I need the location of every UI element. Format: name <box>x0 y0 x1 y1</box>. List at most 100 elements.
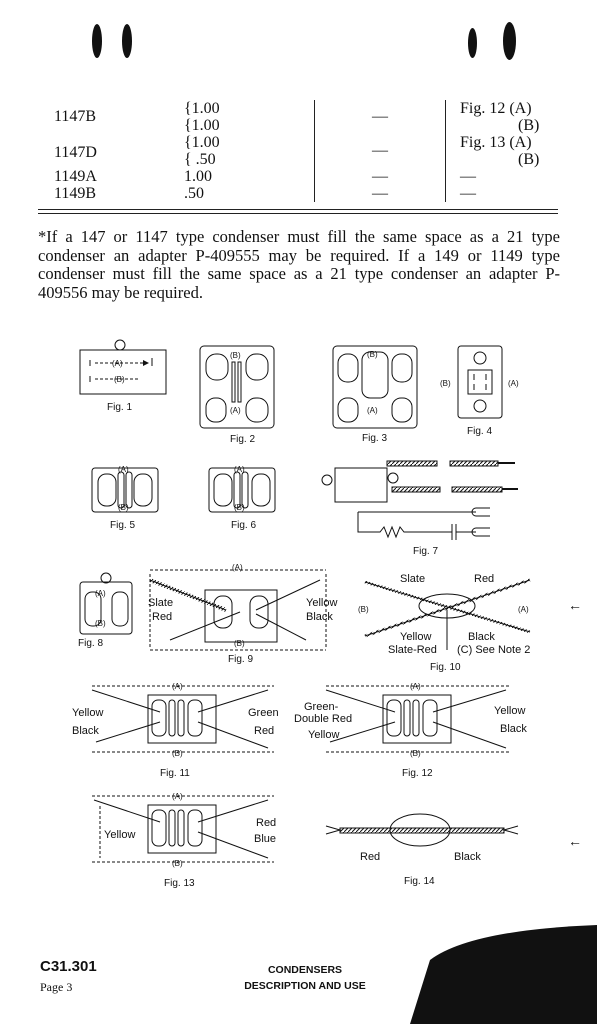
svg-text:(B): (B) <box>410 749 421 758</box>
svg-text:Yellow: Yellow <box>72 707 103 719</box>
svg-text:Slate-Red: Slate-Red <box>388 644 437 656</box>
svg-text:Red: Red <box>152 611 172 623</box>
svg-text:(B): (B) <box>95 619 106 628</box>
svg-text:Black: Black <box>454 851 481 863</box>
svg-text:(B): (B) <box>234 639 245 648</box>
label-b: (B) <box>114 375 125 384</box>
svg-text:Red: Red <box>256 817 276 829</box>
type-code: 1149A <box>54 168 97 185</box>
punch-hole-left-2 <box>122 24 132 58</box>
svg-text:Green-: Green- <box>304 701 339 713</box>
figure-12: (A) (B) Green- Double Red Yellow Yellow … <box>294 682 527 779</box>
svg-text:Yellow: Yellow <box>306 597 337 609</box>
figure-9: (A) (B) Slate Red Yellow Black Fig. 9 <box>148 563 337 665</box>
table-rule <box>38 209 558 210</box>
svg-text:(A): (A) <box>410 682 421 691</box>
svg-text:Slate: Slate <box>400 573 425 585</box>
type-code: 1149B <box>54 185 97 202</box>
table-row: 1149A 1.00 — — <box>38 168 558 185</box>
wiring-figures: (A) (B) Fig. 1 (B) (A) Fig. 2 (B) (A) Fi… <box>72 339 582 889</box>
figure-5: (A) (B) Fig. 5 <box>91 465 159 531</box>
punch-hole-left-1 <box>92 24 102 58</box>
svg-text:(C) See Note 2: (C) See Note 2 <box>457 644 530 656</box>
svg-text:Yellow: Yellow <box>308 729 339 741</box>
punch-hole-right-2 <box>503 22 516 60</box>
svg-text:(A): (A) <box>367 406 378 415</box>
fig-caption: Fig. 14 <box>404 876 435 887</box>
figure-10: Slate Red (B) (A) Yellow Black Slate-Red… <box>358 573 531 673</box>
fig-caption: Fig. 10 <box>430 662 461 673</box>
svg-text:Yellow: Yellow <box>400 631 431 643</box>
margin-arrow: ← <box>568 833 582 849</box>
svg-text:(B): (B) <box>367 350 378 359</box>
figure-4: (B) (A) Fig. 4 <box>440 345 519 437</box>
svg-text:(B): (B) <box>440 379 451 388</box>
fig-caption: Fig. 12 <box>402 768 433 779</box>
svg-text:(B): (B) <box>230 351 241 360</box>
fig-caption: Fig. 2 <box>230 434 255 445</box>
svg-text:Red: Red <box>474 573 494 585</box>
figure-1: (A) (B) Fig. 1 <box>79 339 167 413</box>
figure-3: (B) (A) Fig. 3 <box>332 345 418 444</box>
adapter-note: *If a 147 or 1147 type condenser must fi… <box>38 227 560 302</box>
figure-14: Red Black Fig. 14 <box>325 813 519 887</box>
table-row: 1147B {1.00{1.00 — Fig. 12 (A)(B) <box>38 100 558 134</box>
svg-text:Green: Green <box>248 707 279 719</box>
figure-8: (A) (B) Fig. 8 <box>78 572 133 649</box>
svg-text:Blue: Blue <box>254 833 276 845</box>
svg-text:(A): (A) <box>172 792 183 801</box>
svg-text:Black: Black <box>306 611 333 623</box>
table-row: 1147D {1.00{ .50 — Fig. 13 (A)(B) <box>38 134 558 168</box>
figure-6: (A) (B) Fig. 6 <box>208 465 276 531</box>
fig-caption: Fig. 4 <box>467 426 492 437</box>
fig-caption: Fig. 3 <box>362 433 387 444</box>
punch-hole-right-1 <box>468 28 477 58</box>
footer-title: CONDENSERS DESCRIPTION AND USE <box>244 964 366 992</box>
dash: — <box>372 185 388 202</box>
dash: — <box>372 108 388 125</box>
fig-caption: Fig. 9 <box>228 654 253 665</box>
svg-text:Yellow: Yellow <box>494 705 525 717</box>
svg-text:(A): (A) <box>172 682 183 691</box>
svg-text:Black: Black <box>500 723 527 735</box>
document-code: C31.301 <box>40 958 97 975</box>
svg-text:(A): (A) <box>232 563 243 572</box>
svg-text:Black: Black <box>72 725 99 737</box>
table-row: 1149B .50 — — <box>38 185 558 202</box>
svg-text:Yellow: Yellow <box>104 829 135 841</box>
label-a: (A) <box>112 359 123 368</box>
fig-caption: Fig. 6 <box>231 520 256 531</box>
type-code: 1147D <box>54 144 97 161</box>
dash: — <box>372 168 388 185</box>
condenser-spec-table: 1147B {1.00{1.00 — Fig. 12 (A)(B) 1147D … <box>38 100 558 202</box>
svg-text:(B): (B) <box>118 503 129 512</box>
fig-caption: Fig. 8 <box>78 638 103 649</box>
svg-text:(A): (A) <box>95 589 106 598</box>
figure-11: (A) (B) Yellow Black Green Red Fig. 11 <box>72 682 279 779</box>
svg-text:(B): (B) <box>234 503 245 512</box>
fig-caption: Fig. 13 <box>164 878 195 889</box>
type-code: 1147B <box>54 108 97 125</box>
svg-text:(A): (A) <box>508 379 519 388</box>
svg-text:Red: Red <box>254 725 274 737</box>
svg-text:Red: Red <box>360 851 380 863</box>
figure-13: (A) (B) Yellow Red Blue Fig. 13 <box>92 792 276 889</box>
svg-text:(B): (B) <box>358 605 369 614</box>
figure-7: Fig. 7 <box>321 460 518 557</box>
svg-text:Double Red: Double Red <box>294 713 352 725</box>
fig-caption: Fig. 7 <box>413 546 438 557</box>
svg-text:(A): (A) <box>518 605 529 614</box>
fig-caption: Fig. 11 <box>160 768 190 779</box>
page-number: Page 3 <box>40 980 73 994</box>
svg-text:(B): (B) <box>172 749 183 758</box>
fig-caption: Fig. 1 <box>107 402 132 413</box>
fig-caption: Fig. 5 <box>110 520 135 531</box>
svg-text:(A): (A) <box>118 465 129 474</box>
svg-text:(A): (A) <box>230 406 241 415</box>
figure-2: (B) (A) Fig. 2 <box>199 345 275 445</box>
svg-text:Slate: Slate <box>148 597 173 609</box>
table-rule <box>38 213 558 214</box>
svg-text:(B): (B) <box>172 859 183 868</box>
svg-text:(A): (A) <box>234 465 245 474</box>
dash: — <box>372 142 388 159</box>
